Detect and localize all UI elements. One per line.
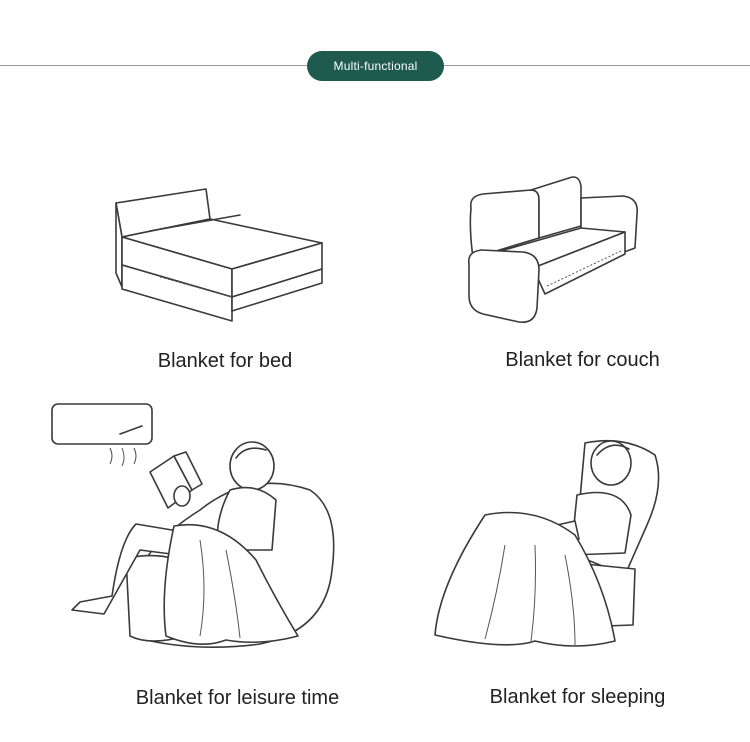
beanbag-reader-icon: [50, 400, 350, 660]
multi-functional-badge: Multi-functional: [307, 51, 444, 81]
caption-sleeping: Blanket for sleeping: [489, 686, 666, 708]
caption-bed: Blanket for bed: [157, 350, 293, 372]
bed-icon: [110, 185, 330, 325]
caption-couch: Blanket for couch: [505, 349, 660, 371]
couch-icon: [465, 168, 645, 328]
recliner-sleeper-icon: [425, 435, 675, 665]
caption-leisure: Blanket for leisure time: [135, 687, 340, 709]
